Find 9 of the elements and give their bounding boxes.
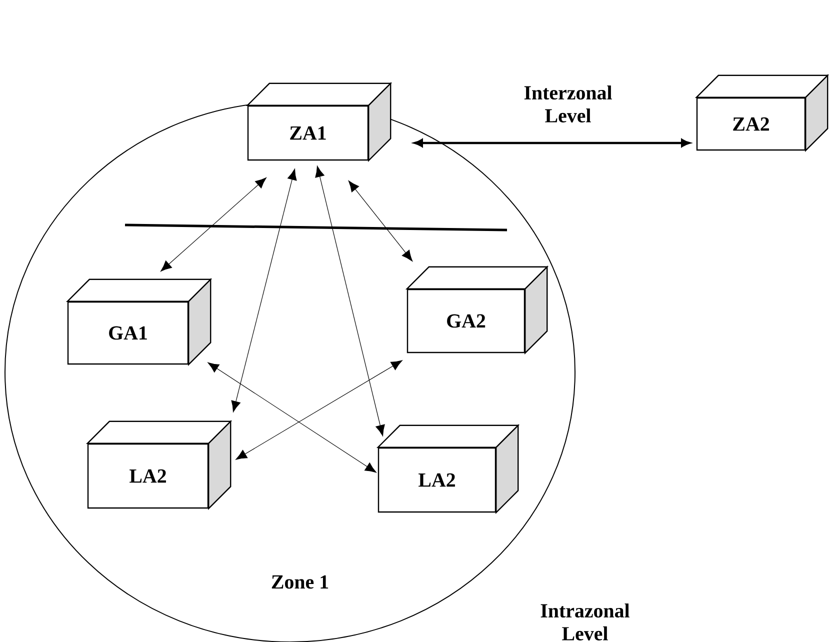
level-label: Intrazonal Level [540,604,630,640]
arrow [348,180,413,262]
arrow [315,166,385,436]
arrow [208,362,376,473]
arrow [236,360,402,460]
arrow [160,177,266,272]
level-label: Interzonal Level [524,86,612,122]
arrow [231,168,297,412]
arrow [414,138,690,148]
